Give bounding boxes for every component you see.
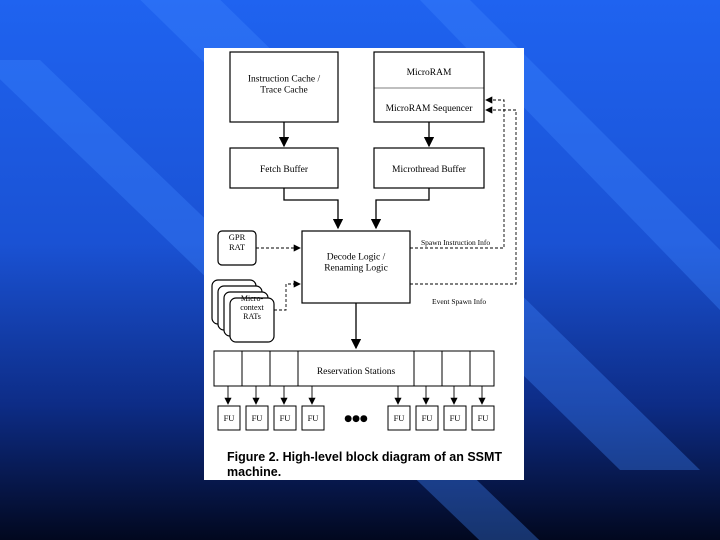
fu-label: FU [280,413,291,423]
fu-box [471,405,495,431]
fu-box [415,405,439,431]
fu-label: FU [394,413,405,423]
micro-context-rats-box [229,297,275,343]
spawn-instruction-info-label: Spawn Instruction Info [421,238,490,247]
fu-label: FU [478,413,489,423]
fu-label: FU [224,413,235,423]
reservation-stations [213,350,495,387]
fu-box [273,405,297,431]
microram-box [373,51,485,123]
event-spawn-info-label: Event Spawn Info [432,297,486,306]
microthread-buffer-box [373,147,485,189]
fetch-buffer-box [229,147,339,189]
figure-page: Instruction Cache /Trace Cache MicroRAM … [204,48,524,480]
fu-label: FU [252,413,263,423]
ellipsis-dots: ●●● [344,414,368,424]
instruction-cache-box [229,51,339,123]
microram-sequencer-label: MicroRAM Sequencer [386,104,474,114]
fu-box [301,405,325,431]
fu-box [245,405,269,431]
fu-box [443,405,467,431]
fu-label: FU [422,413,433,423]
instruction-cache-label: Instruction Cache /Trace Cache [248,75,321,96]
reservation-stations-label: Reservation Stations [317,367,396,377]
fu-label: FU [450,413,461,423]
fetch-buffer-label: Fetch Buffer [260,164,309,175]
decode-logic-label: Decode Logic /Renaming Logic [324,253,388,274]
microthread-buffer-label: Microthread Buffer [392,164,467,175]
fu-box [217,405,241,431]
fu-box [387,405,411,431]
fu-label: FU [308,413,319,423]
block-diagram: Instruction Cache /Trace Cache MicroRAM … [211,51,517,431]
decode-logic-box [301,230,411,304]
figure-caption: Figure 2. High-level block diagram of an… [227,450,503,479]
microram-label: MicroRAM [407,68,452,78]
